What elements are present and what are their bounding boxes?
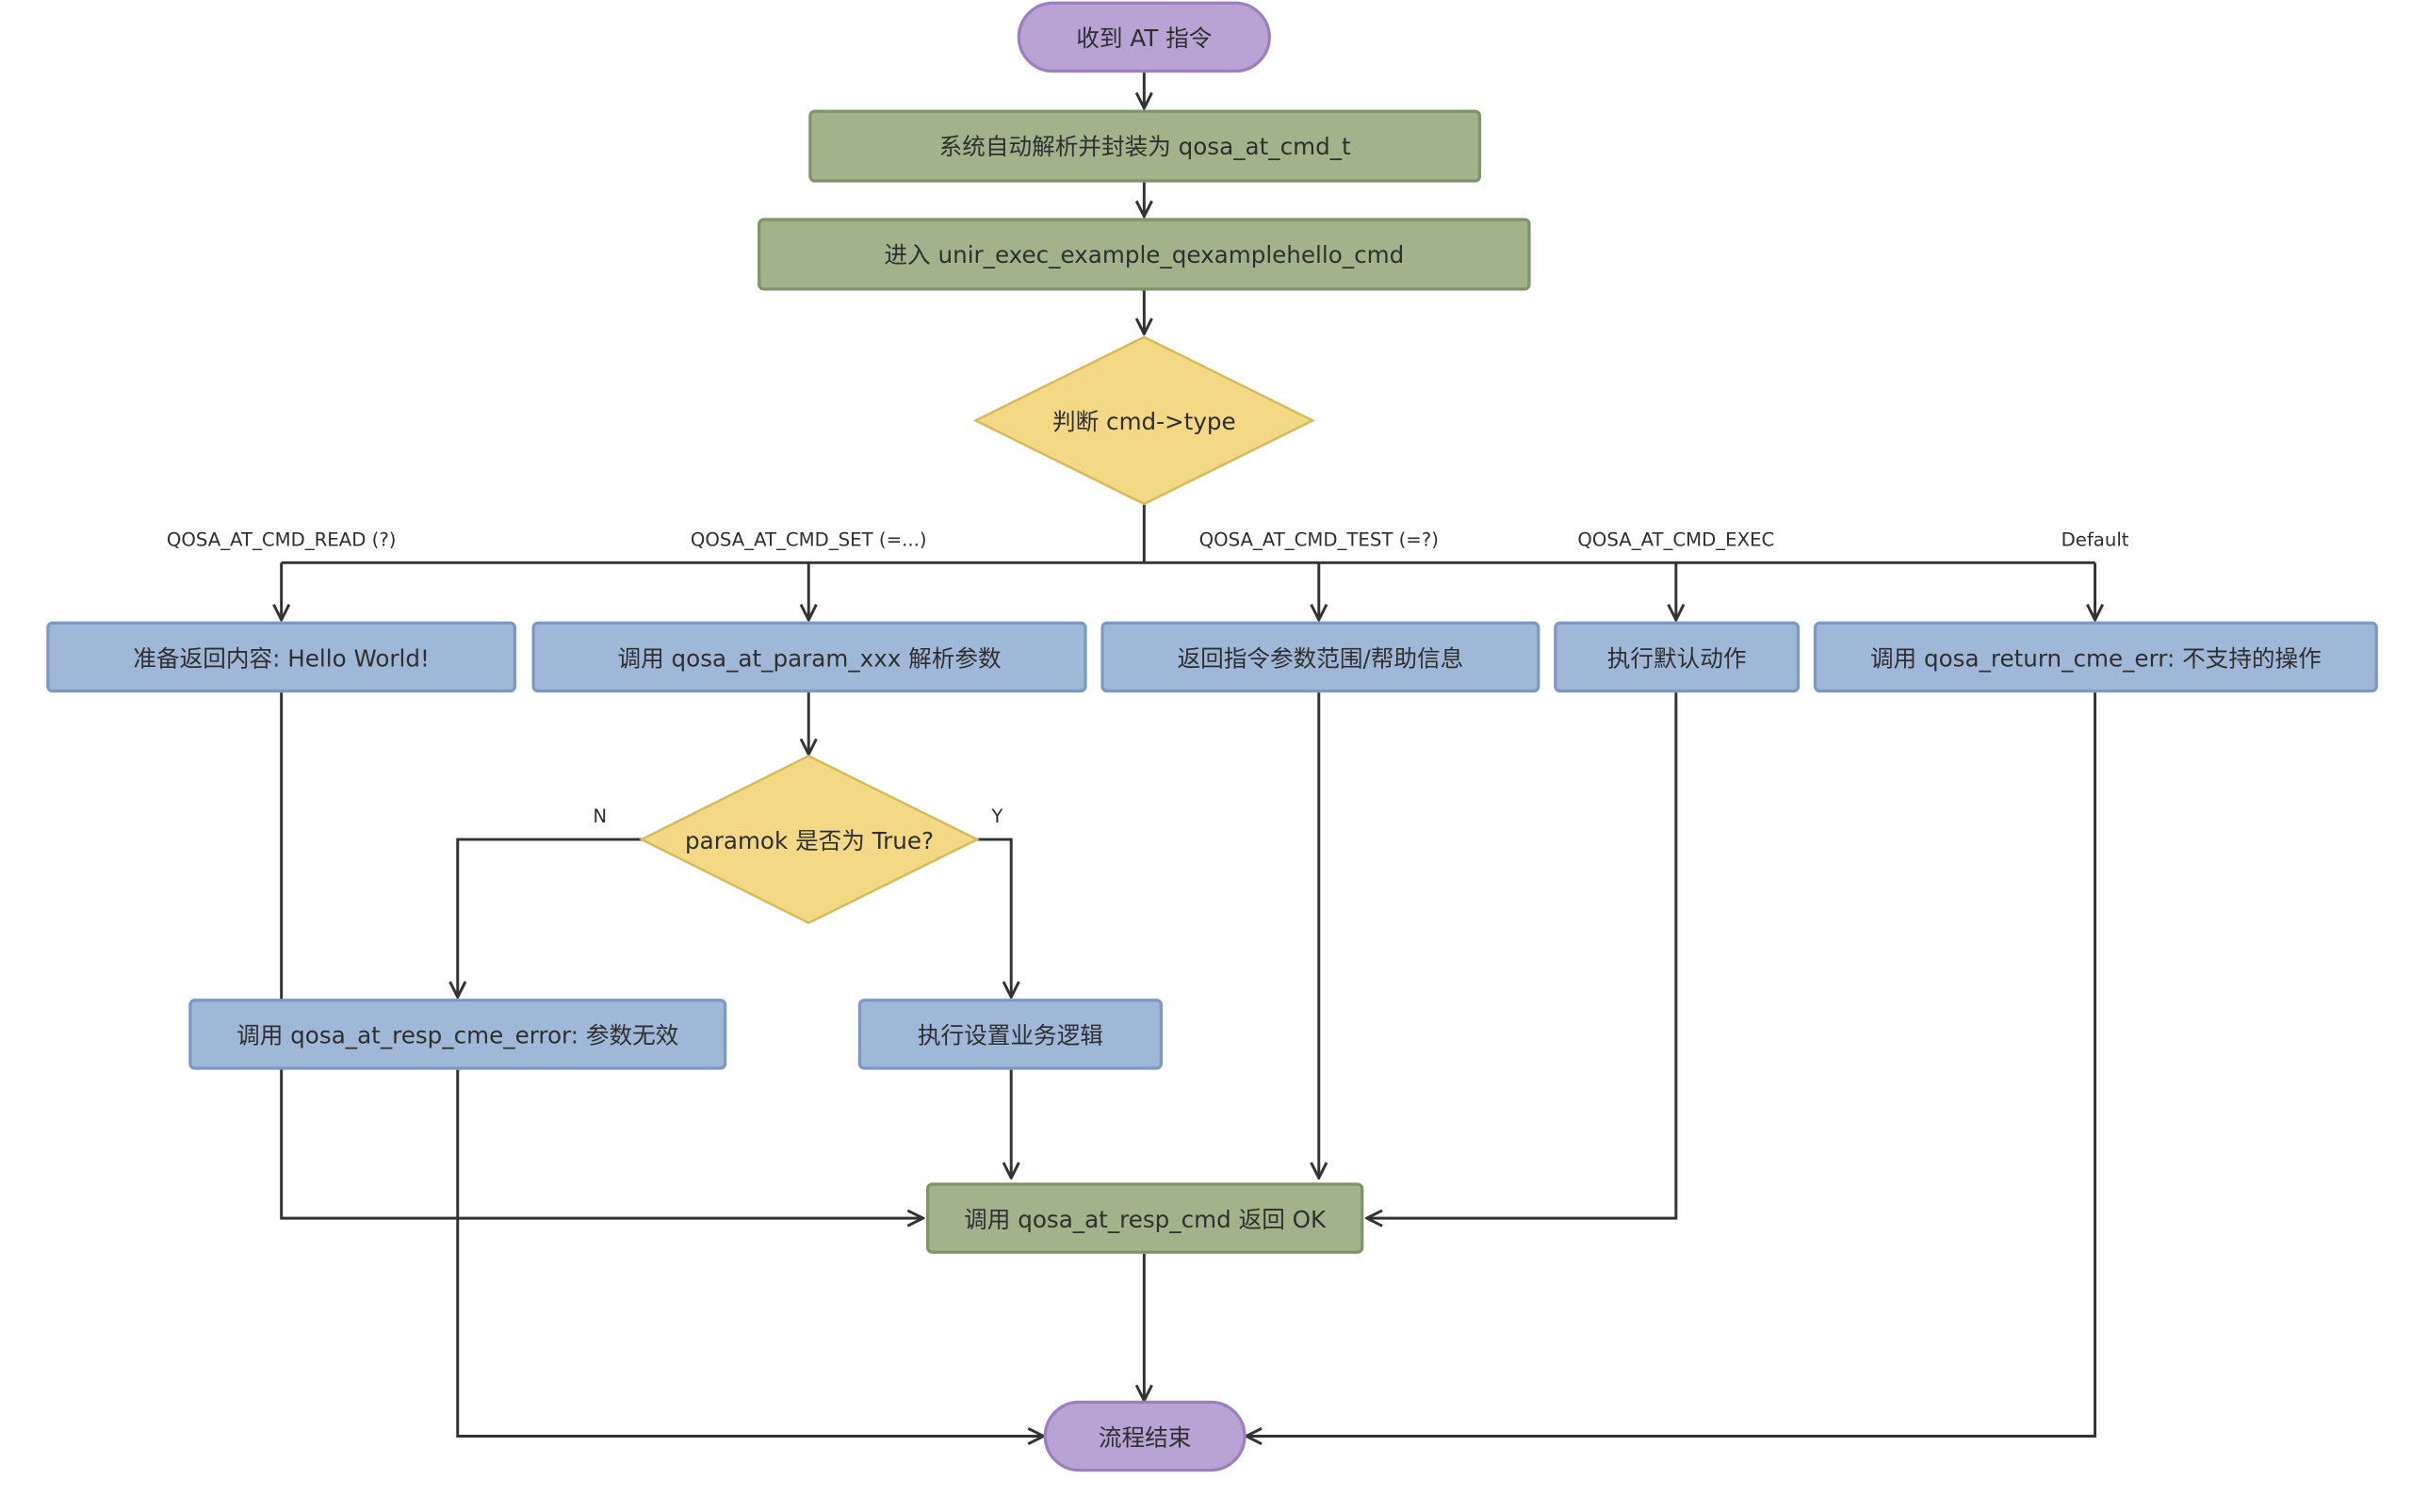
- set-node: 调用 qosa_at_param_xxx 解析参数: [531, 621, 1087, 693]
- edge-paramok-no: [458, 837, 643, 997]
- read-node: 准备返回内容: Hello World!: [46, 621, 517, 693]
- edge-label-set: QOSA_AT_CMD_SET (=...): [690, 528, 927, 551]
- edge-paramok-yes: [977, 837, 1011, 997]
- default-node: 调用 qosa_return_cme_err: 不支持的操作: [1813, 621, 2378, 693]
- decision-cmd-type-label: 判断 cmd->type: [1051, 407, 1236, 435]
- decision-cmd-type-shape: [972, 335, 1315, 506]
- edge-label-exec: QOSA_AT_CMD_EXEC: [1577, 528, 1775, 551]
- resp-ok-node: 调用 qosa_at_resp_cmd 返回 OK: [925, 1182, 1364, 1254]
- edge-exec-ok: [1367, 692, 1678, 1218]
- edge-label-read: QOSA_AT_CMD_READ (?): [166, 528, 397, 551]
- edge-invalid-end: [456, 1069, 1044, 1437]
- enter-function-node: 进入 unir_exec_example_qexamplehello_cmd: [758, 218, 1531, 291]
- edge-default-end: [1247, 692, 2097, 1436]
- param-invalid-node: 调用 qosa_at_resp_cme_error: 参数无效: [188, 999, 727, 1070]
- parse-node: 系统自动解析并封装为 qosa_at_cmd_t: [808, 109, 1482, 183]
- test-node: 返回指令参数范围/帮助信息: [1100, 621, 1540, 693]
- start-node: 收到 AT 指令: [1017, 1, 1271, 73]
- edge-read-ok: [280, 692, 923, 1218]
- edge-label-test: QOSA_AT_CMD_TEST (=?): [1198, 528, 1439, 551]
- set-logic-node: 执行设置业务逻辑: [857, 999, 1164, 1070]
- decision-paramok-label: paramok 是否为 True?: [685, 826, 935, 854]
- edge-label-default: Default: [2061, 528, 2129, 551]
- decision-paramok-shape: [639, 755, 980, 925]
- edge-label-no: N: [593, 805, 608, 827]
- end-node: 流程结束: [1043, 1400, 1247, 1472]
- exec-node: 执行默认动作: [1554, 621, 1801, 693]
- edge-label-yes: Y: [991, 805, 1003, 827]
